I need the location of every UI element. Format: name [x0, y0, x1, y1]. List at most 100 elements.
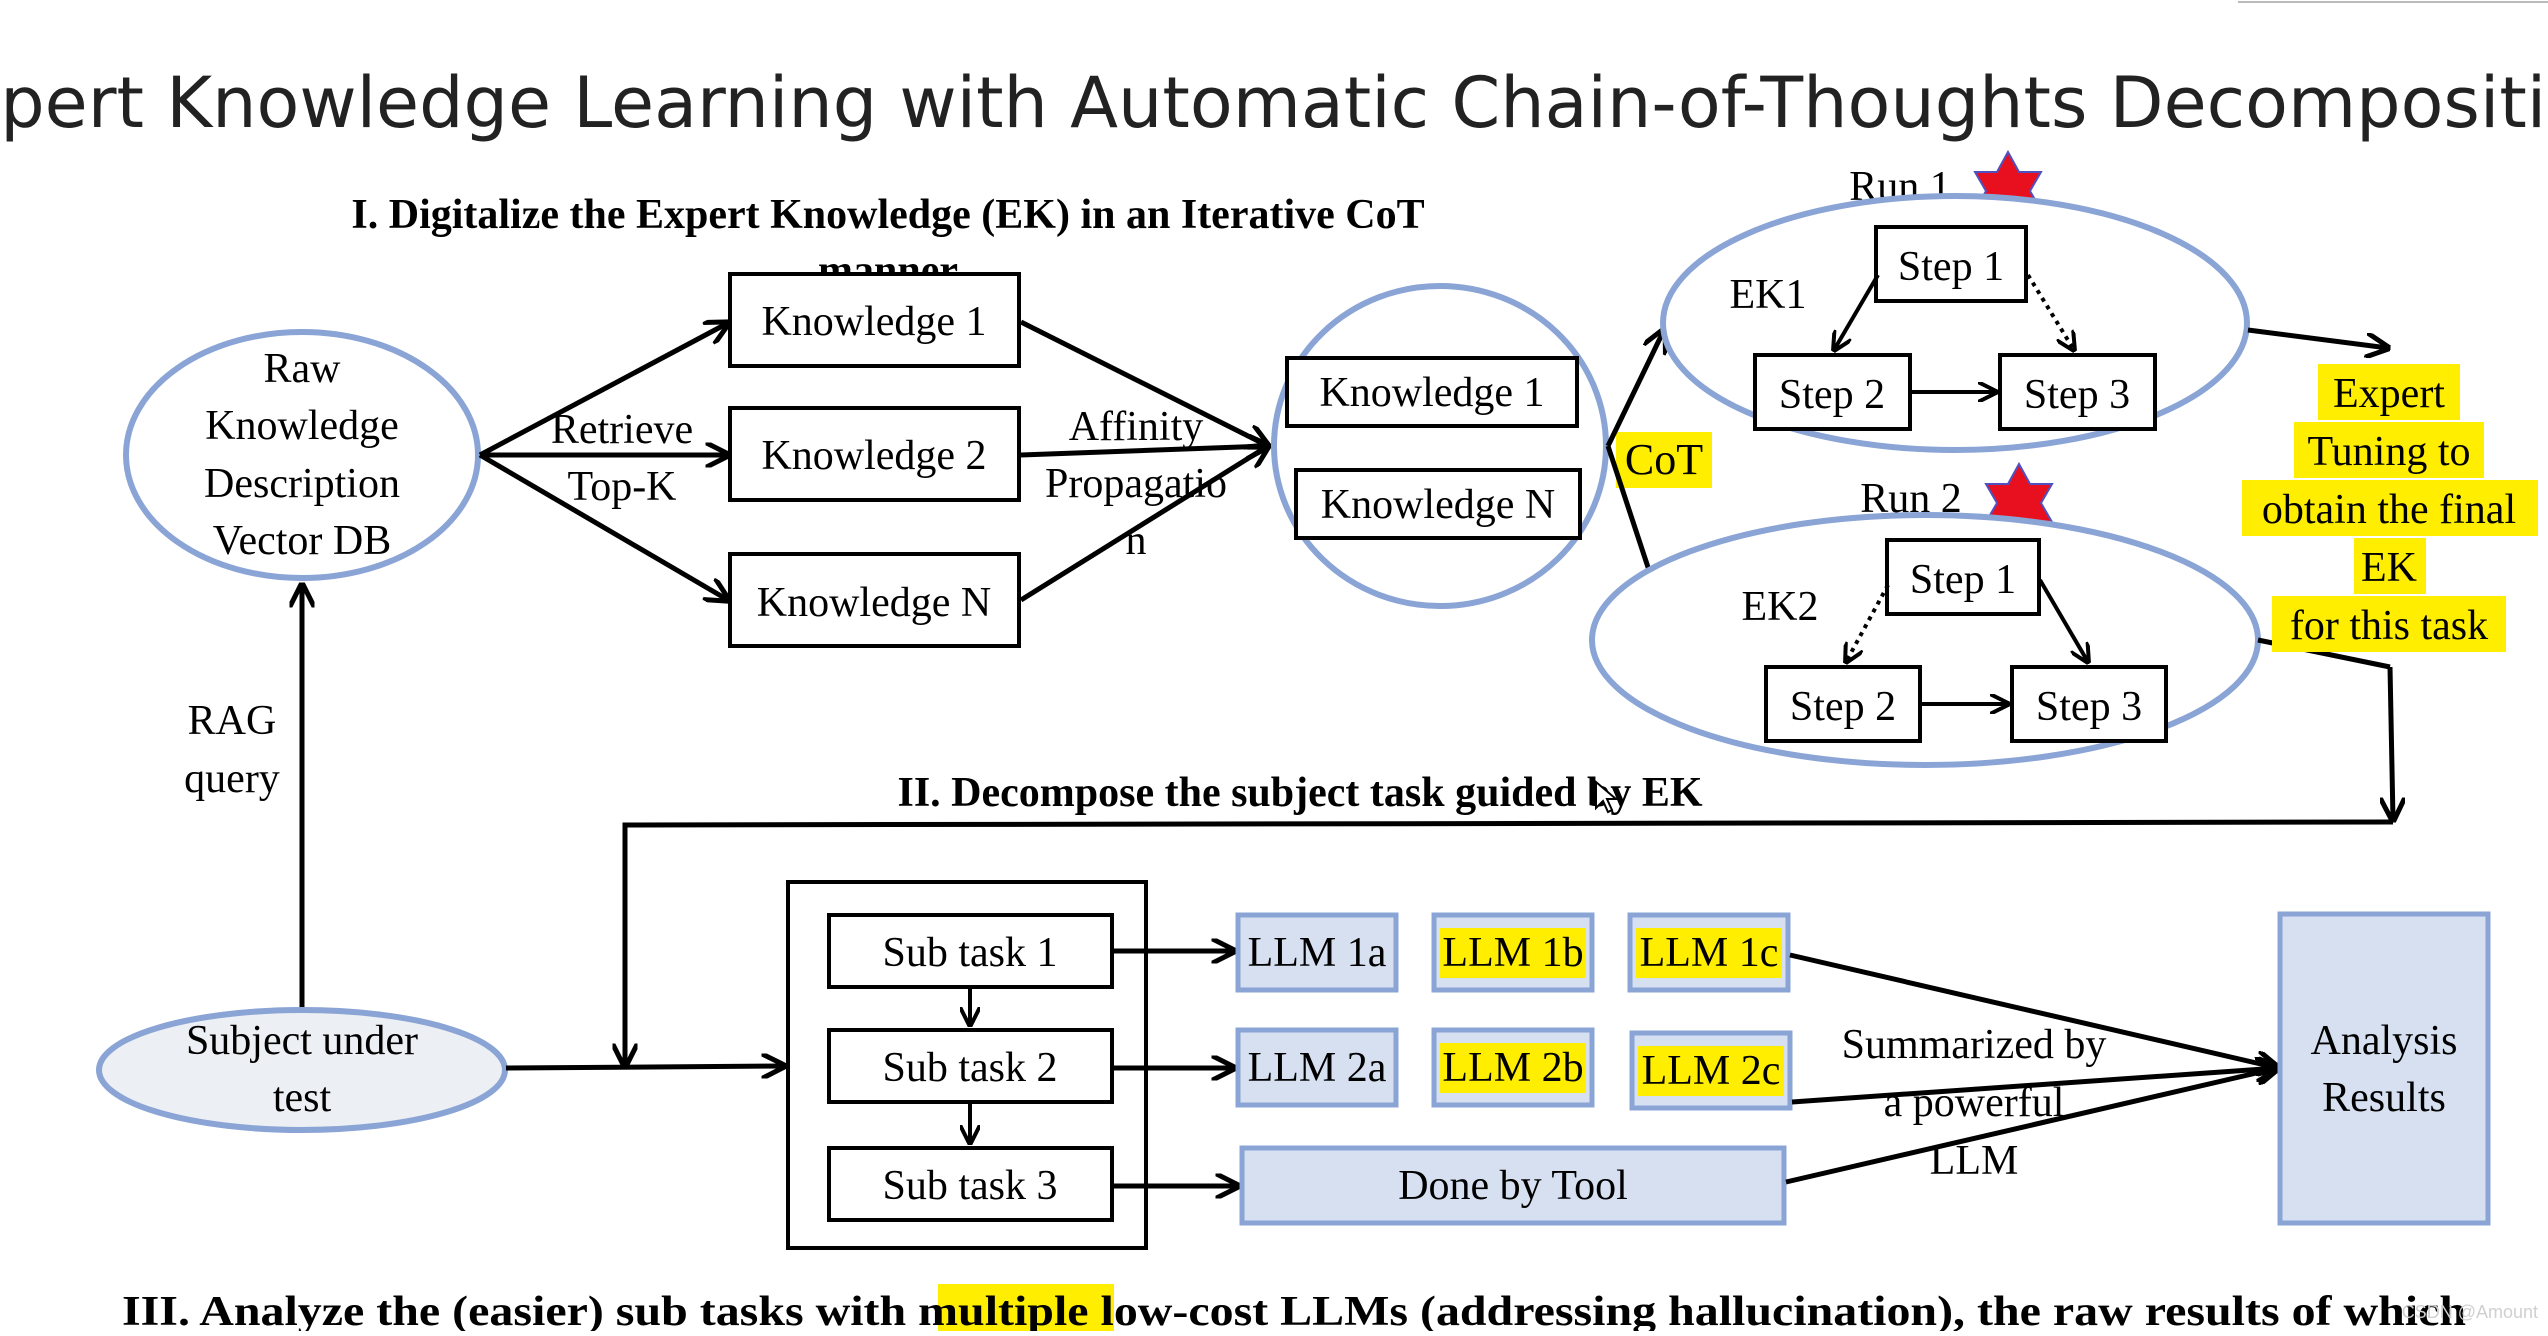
- llm-1c-label: LLM 1c: [1640, 930, 1779, 976]
- summarized-line-1: Summarized by: [1842, 1022, 2107, 1068]
- llm-2a: [1235, 1027, 1399, 1108]
- retrieve-label-1: Retrieve: [551, 407, 693, 453]
- arrow-retrieve-kn: [478, 452, 728, 600]
- section3-heading-highlight: multiple: [918, 1289, 1088, 1331]
- ek1-label: EK1: [1730, 272, 1807, 318]
- run1-step2: [1753, 353, 1912, 431]
- watermark: CSDN @Amount: [2402, 1302, 2538, 1322]
- clustered-knowledge-box-n: [1294, 468, 1582, 540]
- run2-step1: [1885, 538, 2041, 616]
- section3-heading: III. Analyze the (easier) sub tasks with…: [122, 1289, 2466, 1331]
- clustered-knowledge-circle: [1271, 283, 1609, 609]
- subtask-3: [827, 1146, 1114, 1222]
- subject-line-2: test: [273, 1075, 332, 1121]
- arrow-tool-analysis: [1785, 1068, 2278, 1185]
- raw-db-line3: Description: [204, 461, 400, 507]
- knowledge-box-n: [728, 552, 1021, 648]
- run1-arrow-1-3-dotted: [2026, 273, 2074, 350]
- analysis-results: [2277, 911, 2491, 1226]
- run1-step1-label: Step 1: [1898, 244, 2004, 290]
- arrow-run1-tuning: [2247, 327, 2388, 348]
- arrow-llm1-analysis: [1789, 952, 2278, 1068]
- arrow-tuning-down: [2390, 666, 2393, 820]
- subject-line-1: Subject under: [186, 1018, 418, 1064]
- knowledge-label-n: Knowledge N: [757, 580, 991, 626]
- run1-arrow-1-2: [1834, 273, 1880, 350]
- raw-db-line2: Knowledge: [205, 403, 399, 449]
- tuning-line-4: EK: [2361, 545, 2417, 591]
- rag-label-1: RAG: [188, 698, 277, 744]
- rag-label-2: query: [184, 756, 280, 802]
- arrow-affinity-k2: [1020, 446, 1268, 455]
- tuning-highlight-3: [2242, 480, 2538, 536]
- knowledge-label-2: Knowledge 2: [761, 433, 986, 479]
- summarized-line-2: a powerful: [1884, 1080, 2065, 1126]
- llm-2a-label: LLM 2a: [1248, 1045, 1387, 1091]
- affinity-label-3: n: [1126, 518, 1147, 564]
- tuning-line-2: Tuning to: [2307, 429, 2470, 475]
- raw-knowledge-db: [123, 329, 481, 581]
- subtask-1-label: Sub task 1: [882, 930, 1057, 976]
- arrow-affinity-k1: [1019, 319, 1268, 446]
- affinity-label-1: Affinity: [1069, 404, 1204, 450]
- raw-db-line1: Raw: [264, 346, 342, 392]
- llm-1b-label: LLM 1b: [1442, 930, 1583, 976]
- page-title: Expert Knowledge Learning with Automatic…: [0, 62, 2548, 144]
- subject-under-test: [96, 1007, 508, 1133]
- knowledge-box-2: [728, 406, 1021, 502]
- llm-1a-label: LLM 1a: [1248, 930, 1387, 976]
- clustered-knowledge-label-1: Knowledge 1: [1319, 370, 1544, 416]
- knowledge-box-1: [728, 272, 1021, 368]
- tool-label: Done by Tool: [1398, 1163, 1628, 1209]
- analysis-line-1: Analysis: [2311, 1018, 2458, 1064]
- cot-highlight: [1616, 432, 1712, 488]
- tuning-highlight-1: [2318, 364, 2460, 420]
- section3-heading-start: III. Analyze the (easier) sub tasks with: [122, 1289, 918, 1331]
- ek2-label: EK2: [1742, 584, 1819, 630]
- llm-2b-label: LLM 2b: [1442, 1045, 1583, 1091]
- arrow-retrieve-k1: [478, 323, 728, 458]
- section3-heading-end: low-cost LLMs (addressing hallucination)…: [1089, 1289, 2466, 1331]
- run2-step2-label: Step 2: [1790, 684, 1896, 730]
- tuning-highlight-2: [2294, 422, 2484, 478]
- run1-step3-label: Step 3: [2024, 372, 2130, 418]
- clustered-knowledge-label-n: Knowledge N: [1321, 482, 1555, 528]
- llm-1c-highlight: [1636, 928, 1782, 978]
- llm-2c-highlight: [1638, 1046, 1784, 1096]
- arrow-llm2-analysis: [1791, 1068, 2278, 1105]
- tuning-highlight-5: [2272, 596, 2506, 652]
- subtask-2: [827, 1028, 1114, 1104]
- tuning-line-5: for this task: [2290, 603, 2488, 649]
- run1-step1: [1874, 225, 2028, 303]
- run2-step1-label: Step 1: [1910, 557, 2016, 603]
- retrieve-label-2: Top-K: [567, 464, 676, 510]
- knowledge-label-1: Knowledge 1: [761, 299, 986, 345]
- run1-step3: [1998, 353, 2157, 431]
- arrow-cot-run1: [1605, 330, 1664, 448]
- subtask-2-label: Sub task 2: [882, 1045, 1057, 1091]
- mouse-cursor-icon: [1595, 779, 1619, 814]
- tuning-line-3: obtain the final: [2262, 487, 2516, 533]
- llm-2b-highlight: [1440, 1043, 1586, 1093]
- raw-db-line4: Vector DB: [213, 518, 391, 564]
- section2-heading: II. Decompose the subject task guided by…: [897, 770, 1702, 816]
- section1-heading: I. Digitalize the Expert Knowledge (EK) …: [351, 192, 1424, 238]
- subtask-3-label: Sub task 3: [882, 1163, 1057, 1209]
- tuning-highlight-4: [2354, 538, 2426, 594]
- multiple-highlight: [938, 1284, 1114, 1331]
- tuning-line-1: Expert: [2333, 371, 2445, 417]
- subtask-1: [827, 913, 1114, 989]
- llm-1a: [1235, 912, 1399, 993]
- affinity-label-2: Propagatio: [1045, 461, 1227, 507]
- arrow-subject-subtasks: [505, 1066, 784, 1068]
- arrow-affinity-kn: [1019, 446, 1268, 603]
- analysis-line-2: Results: [2322, 1075, 2446, 1121]
- llm-2c-label: LLM 2c: [1642, 1048, 1781, 1094]
- run2-step3: [2010, 665, 2168, 743]
- run2-step3-label: Step 3: [2036, 684, 2142, 730]
- ek-feedback-line: [625, 819, 2394, 1066]
- llm-1b-highlight: [1440, 928, 1586, 978]
- run1-step2-label: Step 2: [1779, 372, 1885, 418]
